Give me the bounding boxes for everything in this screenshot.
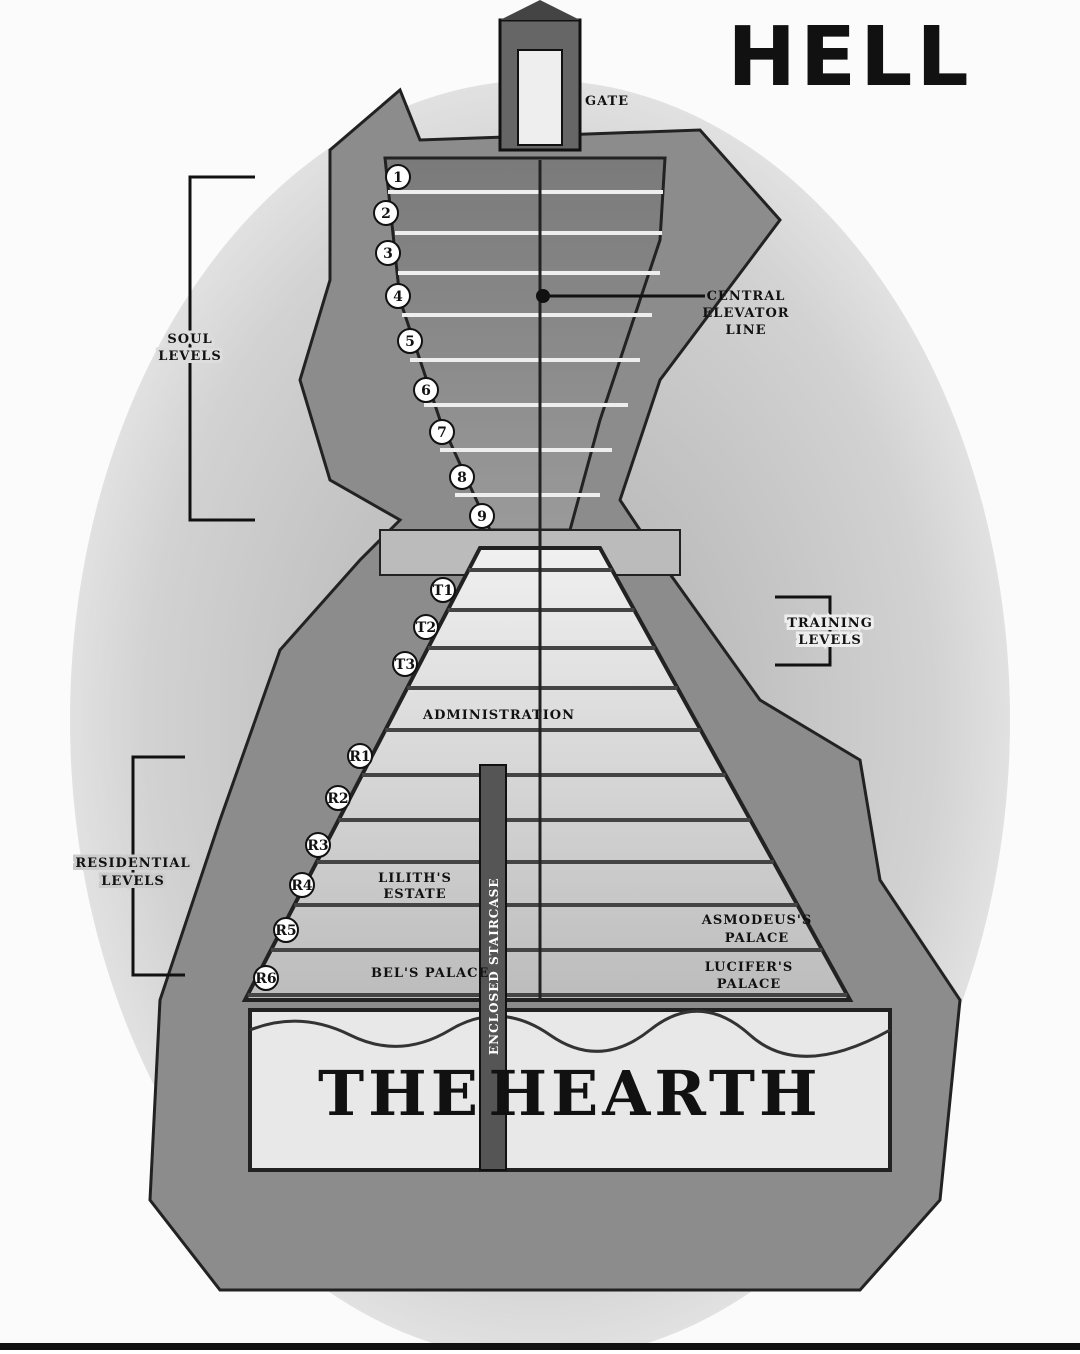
liliths-estate-label-2: ESTATE (383, 887, 446, 902)
training-level-marker-circle (392, 651, 418, 677)
map-title: HELL (727, 10, 972, 105)
training-level-marker-label: T2 (416, 620, 436, 636)
gate-tower (498, 0, 582, 152)
training-level-marker-circle (413, 614, 439, 640)
residential-level-marker-circle (305, 832, 331, 858)
soul-levels-label-2: LEVELS (158, 349, 222, 364)
residential-levels-bracket (131, 755, 185, 977)
soul-level-marker-label: 2 (381, 206, 391, 222)
training-levels-label-2: LEVELS (798, 633, 862, 648)
soul-level-marker-label: 8 (457, 470, 467, 486)
soul-level-marker-label: 3 (383, 246, 393, 262)
residential-level-marker-circle (253, 965, 279, 991)
bottom-border (0, 1343, 1080, 1350)
soul-level-marker-label: 1 (393, 170, 403, 186)
soul-level-marker-circle (397, 328, 423, 354)
enclosed-staircase-label: ENCLOSED STAIRCASE (487, 878, 501, 1055)
residential-level-marker-label: R5 (275, 923, 296, 939)
bels-palace-label: BEL'S PALACE (371, 966, 489, 981)
residential-level-marker-label: R2 (327, 791, 348, 807)
residential-level-marker-label: R4 (291, 878, 313, 894)
hearth-chamber (248, 1008, 892, 1172)
training-level-marker-circle (430, 577, 456, 603)
soul-level-marker-label: 4 (393, 289, 403, 305)
gate-label: GATE (585, 94, 629, 109)
hearth-title-hearth: HEARTH (488, 1057, 821, 1130)
soul-level-marker-circle (413, 377, 439, 403)
central-elevator-label-2: ELEVATOR (702, 306, 789, 321)
asmodeus-palace-label-1: ASMODEUS'S (701, 913, 812, 928)
soul-level-marker-label: 7 (437, 425, 447, 441)
soul-level-floors (388, 190, 663, 497)
soul-level-marker-label: 6 (421, 383, 431, 399)
residential-levels-label-2: LEVELS (101, 874, 165, 889)
lower-level-floors (247, 568, 848, 997)
residential-level-marker-circle (325, 785, 351, 811)
training-level-marker-label: T1 (433, 583, 453, 599)
residential-level-marker-label: R6 (255, 971, 276, 987)
central-elevator-label-3: LINE (725, 323, 766, 338)
soul-level-marker-circle (429, 419, 455, 445)
soul-level-marker-circle (385, 164, 411, 190)
soul-level-marker-circle (375, 240, 401, 266)
training-levels-bracket (775, 595, 832, 667)
soul-level-marker-circle (449, 464, 475, 490)
administration-label: ADMINISTRATION (422, 708, 575, 723)
residential-level-marker-circle (289, 872, 315, 898)
soul-levels-label-1: SOUL (167, 332, 212, 347)
central-elevator-label-1: CENTRAL (707, 289, 786, 304)
lucifers-palace-label-1: LUCIFER'S (705, 960, 794, 975)
enclosed-staircase (479, 764, 507, 1171)
training-level-marker-label: T3 (395, 657, 415, 673)
soul-level-marker-circle (373, 200, 399, 226)
liliths-estate-label-1: LILITH'S (378, 871, 452, 886)
soul-level-marker-label: 5 (405, 334, 415, 350)
soul-level-marker-circle (469, 503, 495, 529)
hearth-title-the: THE (318, 1057, 482, 1130)
residential-level-marker-label: R1 (349, 749, 370, 765)
residential-level-marker-circle (347, 743, 373, 769)
soul-level-marker-label: 9 (477, 509, 487, 525)
asmodeus-palace-label-2: PALACE (725, 931, 789, 946)
residential-levels-label-1: RESIDENTIAL (75, 856, 190, 871)
residential-level-marker-label: R3 (307, 838, 328, 854)
lucifers-palace-label-2: PALACE (717, 977, 781, 992)
residential-level-marker-circle (273, 917, 299, 943)
soul-level-marker-circle (385, 283, 411, 309)
training-levels-label-1: TRAINING (787, 616, 873, 631)
soul-levels-bracket (188, 175, 255, 522)
